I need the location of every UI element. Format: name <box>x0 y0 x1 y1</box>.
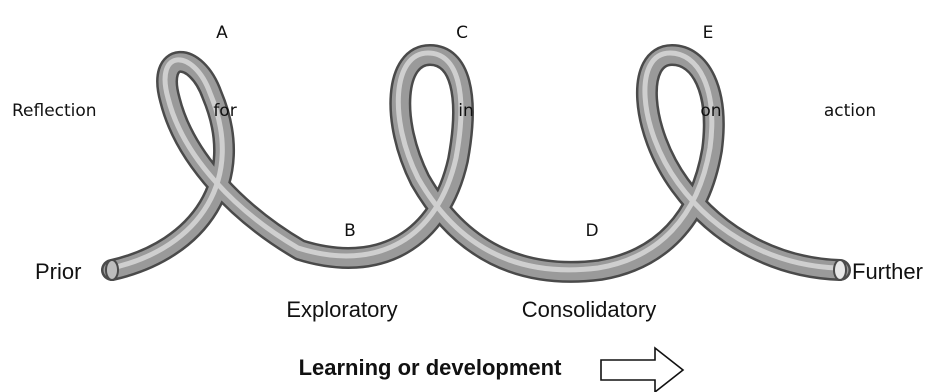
letter-a: A <box>216 23 228 43</box>
letter-c: C <box>456 23 468 43</box>
spiral-tube-body <box>103 46 849 281</box>
letter-b: B <box>344 221 356 241</box>
label-exploratory: Exploratory <box>286 297 397 322</box>
tube-end-cap-right <box>833 259 847 281</box>
label-consolidatory: Consolidatory <box>522 297 657 322</box>
word-on: on <box>700 101 721 121</box>
word-in: in <box>458 101 474 121</box>
caption-learning-or-development: Learning or development <box>299 355 562 380</box>
spiral-tube-highlight <box>109 50 841 273</box>
outline-right-arrow-icon <box>600 346 685 392</box>
word-reflection: Reflection <box>12 101 97 121</box>
letter-d: D <box>585 221 598 241</box>
label-further: Further <box>852 259 923 284</box>
label-prior: Prior <box>35 259 81 284</box>
tube-end-cap-left <box>105 259 119 281</box>
letter-e: E <box>703 23 714 43</box>
word-action: action <box>824 101 876 121</box>
word-for: for <box>213 101 236 121</box>
